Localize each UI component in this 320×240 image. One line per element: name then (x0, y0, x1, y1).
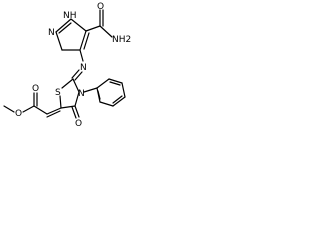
imine-linkage (71, 49, 84, 81)
bond (46, 107, 62, 115)
bond (33, 105, 48, 115)
bond (97, 90, 101, 100)
bond (71, 106, 77, 119)
bond (70, 18, 87, 32)
bond (96, 78, 110, 89)
ester-side-chain (3, 92, 62, 118)
bond (59, 95, 62, 109)
atom-label-o-keto: O (75, 119, 82, 129)
atom-label-n-ring: N (78, 89, 85, 99)
bond (46, 110, 61, 118)
structure-svg: NH N O NH2 N S N O O O (3, 2, 131, 129)
bond (121, 82, 126, 98)
atom-label-o-ester-carbonyl: O (32, 84, 39, 94)
phenyl-ring (83, 78, 126, 107)
molecule-diagram: NH N O NH2 N S N O O O (0, 0, 155, 143)
bond (74, 71, 83, 81)
bond (83, 32, 90, 50)
atom-label-s: S (55, 88, 61, 98)
bond (99, 25, 113, 38)
atom-label-o-ester-ether: O (15, 109, 22, 119)
carboxamide-group (85, 9, 113, 38)
bond (3, 105, 15, 113)
bond (55, 31, 63, 51)
bond (108, 78, 123, 84)
atom-label-nh: NH (63, 11, 77, 21)
bond (58, 22, 72, 34)
bond (55, 18, 72, 33)
atom-label-n-imine: N (80, 63, 87, 73)
bond (109, 81, 121, 86)
keto-group (71, 105, 80, 119)
atom-labels: NH N O NH2 N S N O O O (15, 2, 131, 129)
bond (112, 96, 126, 107)
atom-label-nh2: NH2 (112, 35, 131, 45)
bond (79, 49, 84, 62)
imidazole-ring (55, 18, 90, 51)
bond (85, 25, 101, 32)
bond (72, 78, 80, 93)
bond (74, 91, 80, 107)
bond (61, 78, 74, 89)
bond (22, 105, 35, 113)
bond (99, 101, 114, 107)
atom-label-o-amide: O (97, 2, 104, 12)
bond (79, 30, 87, 51)
bond (74, 105, 80, 118)
bond (71, 69, 80, 79)
bond (60, 105, 76, 109)
atom-label-n-imidazole: N (48, 28, 55, 38)
thiazolidinone-ring (59, 78, 80, 109)
bond (112, 95, 123, 104)
bond (83, 87, 98, 93)
